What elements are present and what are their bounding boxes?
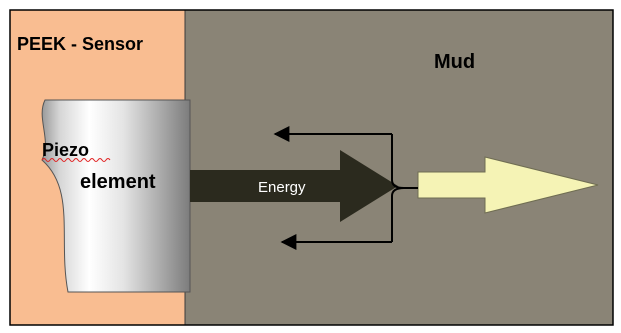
- reflected-arrows-icon: [273, 126, 418, 250]
- sensor-label: PEEK - Sensor: [17, 34, 143, 54]
- energy-arrow: [190, 150, 398, 222]
- energy-label: Energy: [258, 179, 306, 196]
- spellcheck-underline: [41, 158, 111, 162]
- transmitted-arrow: [417, 156, 599, 214]
- piezo-label-line2: element: [80, 171, 156, 193]
- piezo-element: [41, 99, 191, 293]
- mud-label: Mud: [434, 51, 475, 73]
- piezo-label-line1: Piezo: [42, 140, 89, 160]
- diagram-frame: [9, 9, 614, 326]
